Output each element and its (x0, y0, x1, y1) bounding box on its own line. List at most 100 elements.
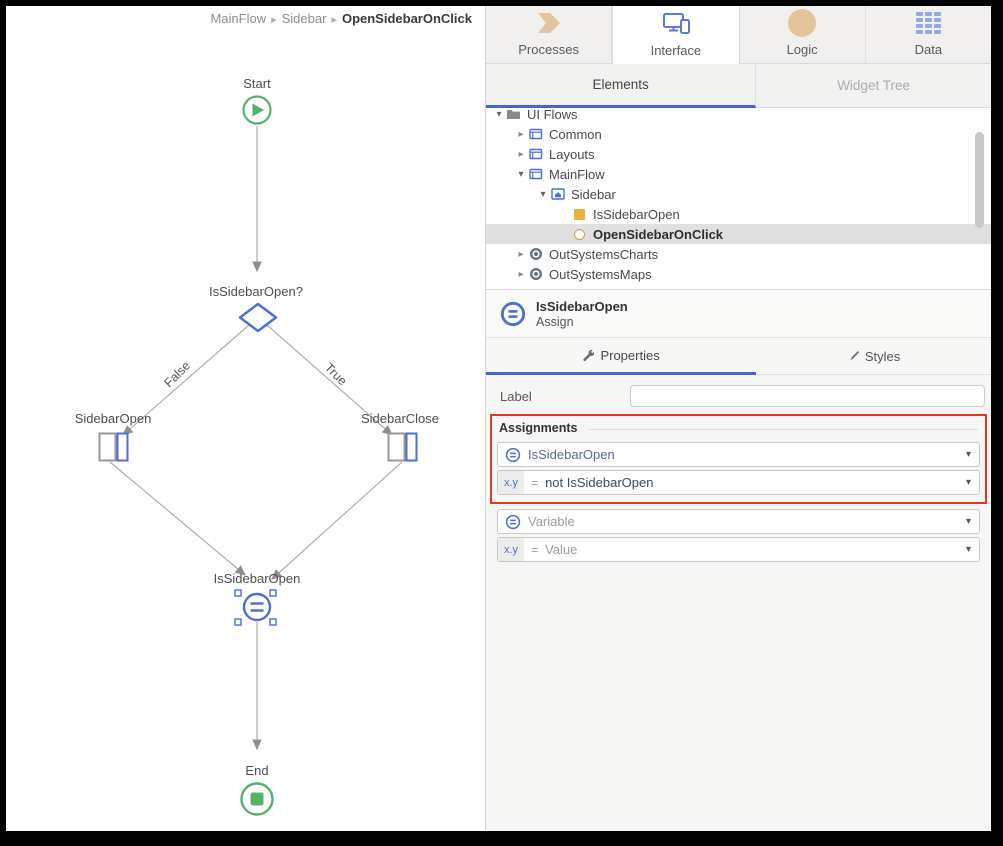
chevron-down-icon[interactable] (492, 109, 506, 120)
variable-icon (572, 208, 587, 221)
flow-node-decision[interactable]: IsSidebarOpen? (209, 284, 303, 333)
brush-icon (850, 351, 859, 361)
tree-item-label: Layouts (549, 146, 595, 162)
flow-diagram: False True Start IsSidebarOpen? SidebarO… (75, 76, 439, 816)
tree-item-label: Sidebar (571, 186, 616, 202)
tree-item-label: OutSystemsMaps (549, 266, 652, 282)
tab-properties[interactable]: Properties (486, 338, 757, 375)
tab-label: Data (914, 42, 943, 57)
tree-scrollbar[interactable] (975, 132, 984, 228)
dropdown-caret-icon[interactable] (966, 477, 979, 488)
ui-block-accent-icon[interactable] (116, 432, 129, 462)
tree-item-outsystemscharts[interactable]: OutSystemsCharts (486, 244, 991, 264)
assign-equals-icon[interactable] (242, 592, 272, 622)
chevron-right-icon[interactable] (514, 269, 528, 280)
flow-node-assign[interactable]: IsSidebarOpen (214, 571, 301, 626)
diamond-icon[interactable] (238, 302, 278, 333)
breadcrumb-mainflow[interactable]: MainFlow (210, 11, 267, 26)
action-icon (572, 228, 587, 241)
tree-item-ui-flows[interactable]: UI Flows (486, 108, 991, 124)
dropdown-caret-icon[interactable] (966, 449, 979, 460)
assignment-variable-dropdown-empty[interactable]: Variable (497, 509, 980, 534)
ui-block-icon[interactable] (98, 432, 117, 462)
tab-logic[interactable]: Logic (740, 6, 866, 63)
empty-assignment-rows: Variable x.y = Value (497, 509, 980, 562)
flow-node-end[interactable]: End (240, 763, 274, 816)
inspector-title: IsSidebarOpen (536, 298, 628, 314)
sidebar-close-label: SidebarClose (361, 411, 439, 426)
edge-true-branch (266, 324, 393, 436)
assignment-variable-dropdown[interactable]: IsSidebarOpen (497, 442, 980, 467)
main-tab-bar: Processes Interface Logic (486, 6, 991, 64)
assign-equals-icon (505, 514, 521, 529)
flow-node-sidebar-open[interactable]: SidebarOpen (75, 411, 152, 462)
dropdown-caret-icon[interactable] (966, 516, 979, 527)
assign-equals-icon (505, 447, 521, 462)
tab-elements[interactable]: Elements (486, 64, 757, 108)
tree-item-sidebar[interactable]: Sidebar (486, 184, 991, 204)
flow-node-start[interactable]: Start (242, 76, 272, 125)
chevron-right-icon[interactable] (514, 249, 528, 260)
assignment-value-dropdown[interactable]: x.y = not IsSidebarOpen (497, 470, 980, 495)
selection-handles[interactable] (234, 589, 277, 626)
tab-widget-tree[interactable]: Widget Tree (756, 64, 991, 108)
breadcrumb-sidebar[interactable]: Sidebar (281, 11, 327, 26)
chevron-right-icon[interactable] (514, 149, 528, 160)
assignment-value-placeholder: Value (545, 542, 578, 557)
breadcrumb-separator-icon: ▸ (271, 14, 277, 26)
edge-label-true: True (322, 360, 350, 388)
tree-item-opensidebaronclick[interactable]: OpenSidebarOnClick (486, 224, 991, 244)
tab-interface[interactable]: Interface (612, 6, 740, 64)
assign-node-label: IsSidebarOpen (214, 571, 301, 586)
heading-rule (587, 428, 978, 430)
tree-item-mainflow[interactable]: MainFlow (486, 164, 991, 184)
label-property-row: Label (486, 383, 991, 411)
tab-data[interactable]: Data (866, 6, 991, 63)
tab-label: Interface (650, 43, 702, 58)
tab-label: Processes (518, 42, 579, 57)
breadcrumb-current: OpenSidebarOnClick (341, 11, 472, 26)
tab-label: Logic (786, 42, 818, 57)
screen-flow-icon (528, 148, 543, 161)
screen-flow-icon (528, 168, 543, 181)
module-icon (528, 248, 543, 261)
screen-flow-icon (528, 128, 543, 141)
tree-item-layouts[interactable]: Layouts (486, 144, 991, 164)
chevron-down-icon[interactable] (514, 169, 528, 180)
circle-icon (788, 8, 817, 38)
flow-node-sidebar-close[interactable]: SidebarClose (361, 411, 439, 462)
expression-badge: x.y (498, 538, 525, 561)
tree-item-label: IsSidebarOpen (593, 206, 680, 222)
label-field-input[interactable] (630, 385, 985, 407)
devices-icon (661, 9, 691, 39)
label-field-caption: Label (500, 388, 532, 404)
assignments-heading-text: Assignments (499, 421, 578, 435)
tab-label: Styles (864, 348, 901, 364)
chevron-icon (536, 8, 562, 38)
dropdown-caret-icon[interactable] (966, 544, 979, 555)
tree-item-label: OpenSidebarOnClick (593, 226, 724, 242)
tab-styles[interactable]: Styles (756, 338, 991, 375)
home-screen-icon (550, 188, 565, 201)
ui-block-icon[interactable] (387, 432, 406, 462)
tab-processes[interactable]: Processes (486, 6, 613, 63)
chevron-right-icon[interactable] (514, 129, 528, 140)
tab-label: Properties (600, 347, 660, 363)
ui-block-accent-icon[interactable] (405, 432, 418, 462)
chevron-down-icon[interactable] (536, 189, 550, 200)
tree-item-label: UI Flows (527, 108, 578, 122)
elements-tree: UI Flows Common Layouts (486, 108, 991, 290)
sidebar-open-label: SidebarOpen (75, 411, 152, 426)
properties-tab-bar: Properties Styles (486, 338, 991, 375)
assignments-heading: Assignments (499, 421, 978, 435)
tree-item-outsystemsmaps[interactable]: OutSystemsMaps (486, 264, 991, 284)
assignment-variable-value: IsSidebarOpen (528, 447, 615, 462)
flow-editor-canvas[interactable]: MainFlow▸Sidebar▸OpenSidebarOnClick Fals… (6, 6, 486, 831)
wrench-icon (583, 349, 595, 361)
tree-item-common[interactable]: Common (486, 124, 991, 144)
panel-subtabs: Elements Widget Tree (486, 64, 991, 108)
equals-sign: = (531, 475, 539, 490)
play-icon (252, 103, 264, 117)
assignment-value-dropdown-empty[interactable]: x.y = Value (497, 537, 980, 562)
tree-item-issidebaropen[interactable]: IsSidebarOpen (486, 204, 991, 224)
